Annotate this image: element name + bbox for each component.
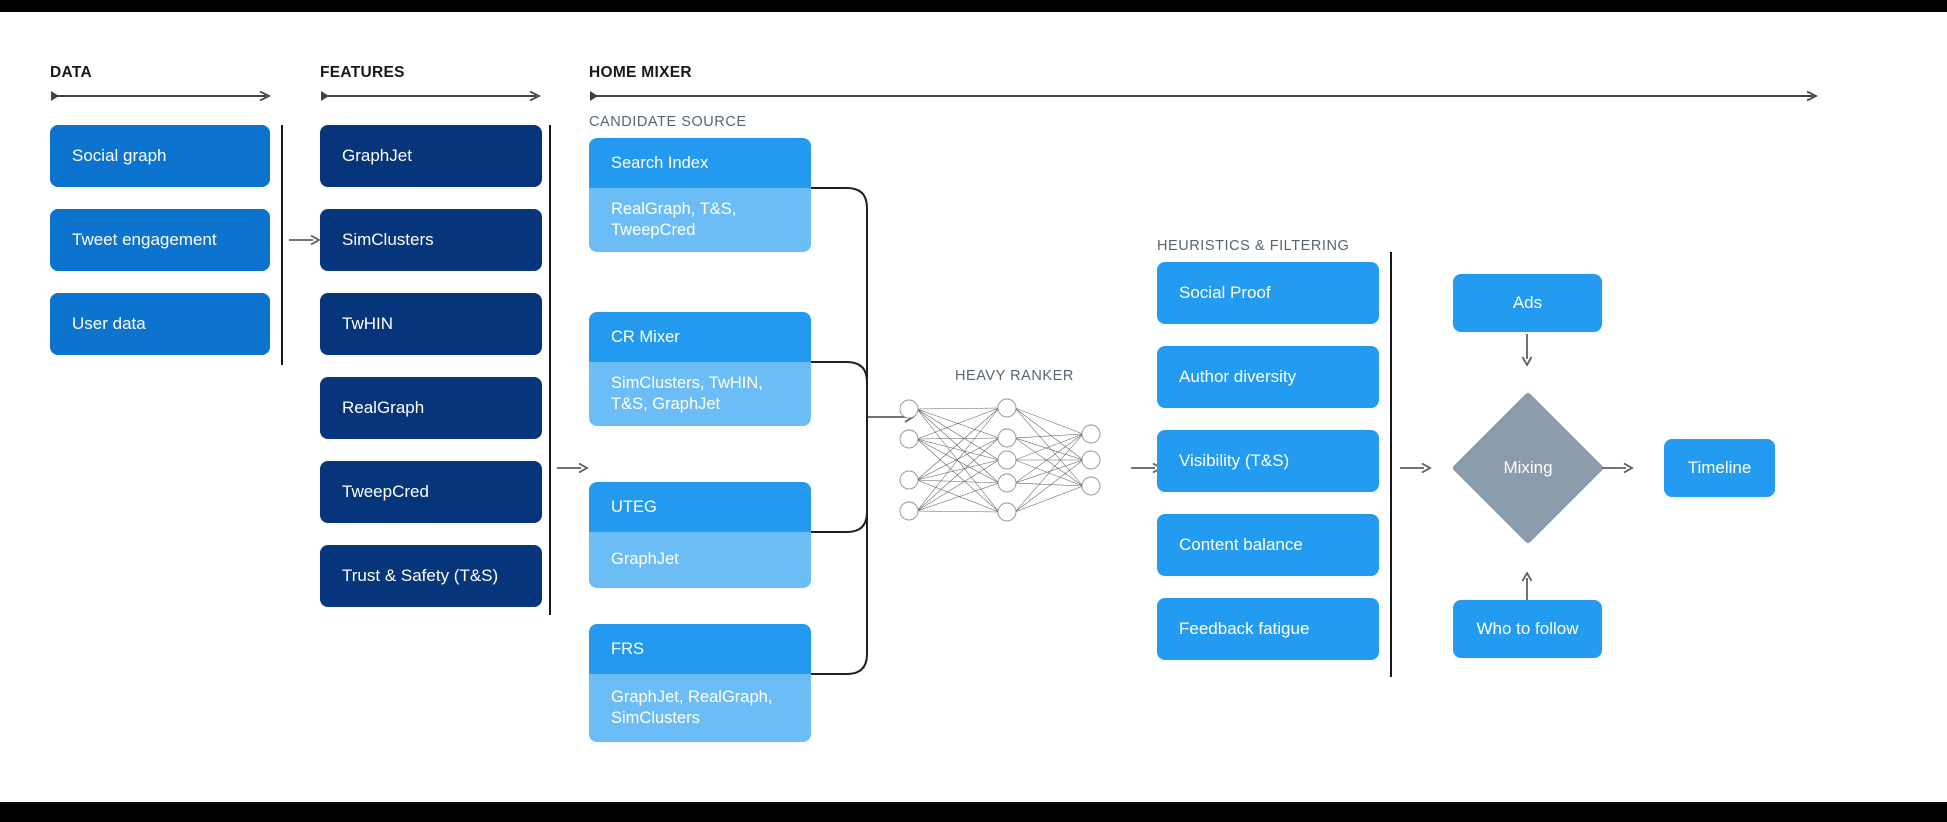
candidate-source-features: RealGraph, T&S, TweepCred [589,188,811,252]
heuristic-box-label: Visibility (T&S) [1179,451,1290,471]
feature-box-realgraph[interactable]: RealGraph [320,377,542,439]
data-box-social-graph[interactable]: Social graph [50,125,270,187]
section-title-features: FEATURES [320,64,405,81]
output-box-ads[interactable]: Ads [1453,274,1602,332]
heuristic-box-content-balance[interactable]: Content balance [1157,514,1379,576]
data-box-tweet-engagement[interactable]: Tweet engagement [50,209,270,271]
feature-box-twhin[interactable]: TwHIN [320,293,542,355]
feature-box-tweepcred[interactable]: TweepCred [320,461,542,523]
output-box-who-to-follow[interactable]: Who to follow [1453,600,1602,658]
divider-heuristics-mixing [1390,252,1392,677]
feature-box-simclusters[interactable]: SimClusters [320,209,542,271]
candidate-source-features: GraphJet [589,532,811,588]
data-box-label: Social graph [72,146,167,166]
feature-box-label: TwHIN [342,314,393,334]
candidate-source-features: GraphJet, RealGraph, SimClusters [589,674,811,742]
arrow-features-to-candidate-source [557,461,589,480]
feature-box-trust-safety[interactable]: Trust & Safety (T&S) [320,545,542,607]
heuristic-box-author-diversity[interactable]: Author diversity [1157,346,1379,408]
candidate-source-features: SimClusters, TwHIN, T&S, GraphJet [589,362,811,426]
section-arrow-data [50,90,274,102]
feature-box-graphjet[interactable]: GraphJet [320,125,542,187]
data-box-label: User data [72,314,146,334]
section-arrow-home-mixer [589,90,1821,102]
arrow-ads-to-mixing [1520,334,1534,371]
candidate-source-name: UTEG [589,482,811,532]
feature-box-label: Trust & Safety (T&S) [342,566,499,586]
heuristic-box-label: Author diversity [1179,367,1297,387]
candidate-source-name: Search Index [589,138,811,188]
data-box-label: Tweet engagement [72,230,217,250]
output-box-label: Ads [1512,293,1543,313]
candidate-source-card-frs[interactable]: FRS GraphJet, RealGraph, SimClusters [589,624,811,742]
output-box-label: Timeline [1687,458,1752,478]
divider-features-home [549,125,551,615]
feature-box-label: TweepCred [342,482,429,502]
candidate-source-card-search-index[interactable]: Search Index RealGraph, T&S, TweepCred [589,138,811,252]
data-box-user-data[interactable]: User data [50,293,270,355]
feature-box-label: SimClusters [342,230,434,250]
heuristic-box-label: Feedback fatigue [1179,619,1310,639]
mixing-label: Mixing [1503,458,1553,477]
heavy-ranker-network [899,398,1101,522]
output-box-timeline[interactable]: Timeline [1664,439,1775,497]
heuristic-box-social-proof[interactable]: Social Proof [1157,262,1379,324]
subsection-title-heuristics: HEURISTICS & FILTERING [1157,238,1350,254]
subsection-title-candidate-source: CANDIDATE SOURCE [589,114,747,130]
section-title-home-mixer: HOME MIXER [589,64,692,81]
candidate-source-name: FRS [589,624,811,674]
candidate-source-card-uteg[interactable]: UTEG GraphJet [589,482,811,588]
output-box-label: Who to follow [1476,619,1579,639]
divider-data-features [281,125,283,365]
diagram-sheet: DATA FEATURES HOME MIXER [0,12,1947,802]
arrow-data-to-features [289,233,321,252]
heuristic-box-feedback-fatigue[interactable]: Feedback fatigue [1157,598,1379,660]
feature-box-label: RealGraph [342,398,425,418]
subsection-title-heavy-ranker: HEAVY RANKER [955,368,1074,384]
arrow-heuristics-to-mixing [1400,461,1432,480]
arrow-mixing-to-timeline [1602,461,1634,480]
heuristic-box-label: Content balance [1179,535,1303,555]
candidate-source-card-cr-mixer[interactable]: CR Mixer SimClusters, TwHIN, T&S, GraphJ… [589,312,811,426]
section-arrow-features [320,90,544,102]
section-title-data: DATA [50,64,92,81]
feature-box-label: GraphJet [342,146,412,166]
heuristic-box-label: Social Proof [1179,283,1271,303]
heuristic-box-visibility[interactable]: Visibility (T&S) [1157,430,1379,492]
candidate-source-name: CR Mixer [589,312,811,362]
